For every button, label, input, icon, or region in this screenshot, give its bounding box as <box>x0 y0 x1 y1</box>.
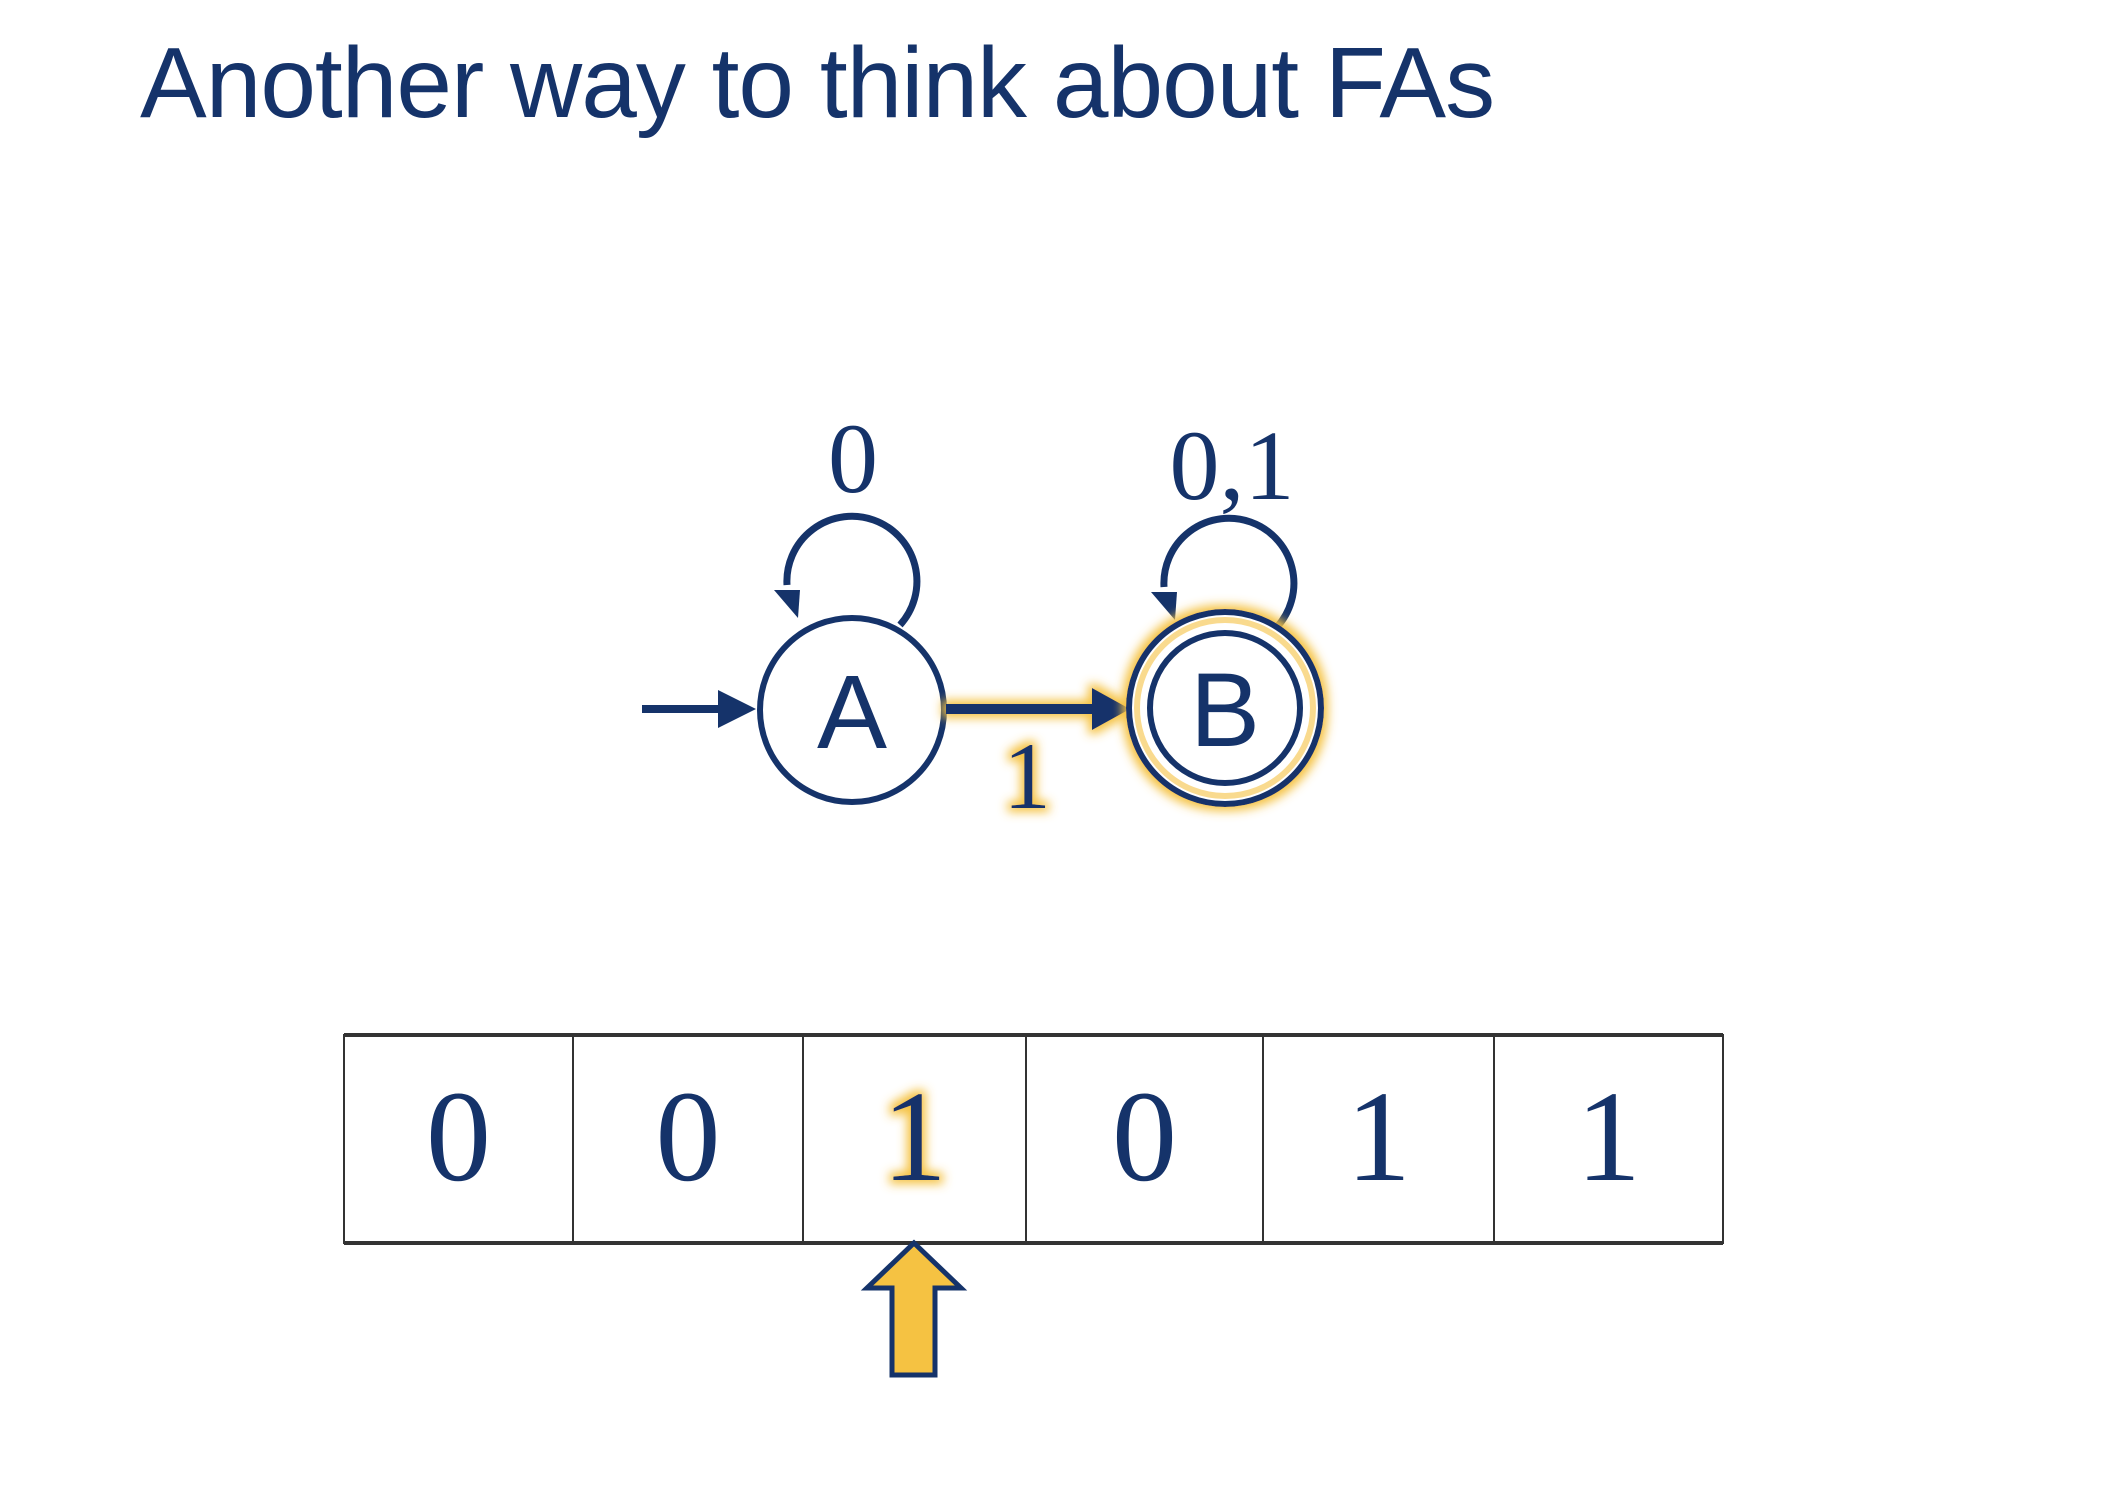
loop-b-label: 0,1 <box>1170 410 1295 521</box>
tape-cell: 1 <box>882 1065 947 1209</box>
slide-title: Another way to think about FAs <box>140 27 1495 139</box>
state-b[interactable]: B <box>1126 609 1324 807</box>
tape-cell: 0 <box>656 1065 721 1209</box>
state-b-label: B <box>1190 652 1260 769</box>
start-arrow <box>642 690 756 728</box>
tape-cell: 0 <box>1112 1065 1177 1209</box>
state-a[interactable]: A <box>757 615 947 805</box>
tape-cell: 1 <box>1576 1065 1641 1209</box>
self-loop-b: 0,1 <box>1151 410 1298 630</box>
state-a-label: A <box>817 654 887 771</box>
tape: 0 0 1 0 1 1 <box>343 1033 1724 1245</box>
tape-cell: 1 <box>1346 1065 1411 1209</box>
tape-head-arrow-icon <box>860 1239 968 1378</box>
tape-cell: 0 <box>426 1065 491 1209</box>
loop-a-label: 0 <box>828 403 878 514</box>
transition-a-b-label: 1 <box>1003 723 1051 829</box>
self-loop-a: 0 <box>774 403 921 628</box>
transition-a-b <box>946 688 1130 730</box>
